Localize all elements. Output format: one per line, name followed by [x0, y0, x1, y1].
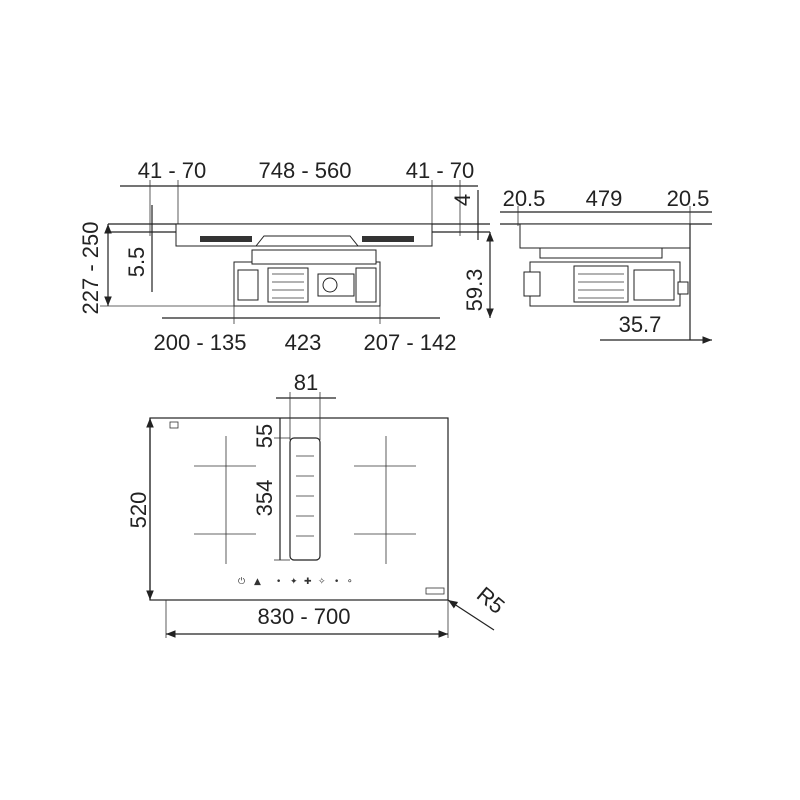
- front-left-margin-label: 20.5: [503, 186, 546, 211]
- hob-glass-front: [519, 223, 691, 249]
- control-clock-icon: ⚬: [346, 577, 354, 587]
- vent-width-label: 81: [294, 370, 318, 395]
- side-left-margin-label: 41 - 70: [138, 158, 207, 183]
- cooking-zone-right: [354, 436, 416, 564]
- top-width-label: 830 - 700: [258, 604, 351, 629]
- side-width-label: 748 - 560: [259, 158, 352, 183]
- front-right-margin-label: 20.5: [667, 186, 710, 211]
- indicator-light: [169, 421, 179, 429]
- control-fan-icon: ✚: [304, 577, 312, 587]
- vent-top-offset-label: 55: [252, 424, 277, 448]
- side-view: 41 - 70 748 - 560 41 - 70: [78, 158, 494, 355]
- control-lock-icon: ▲: [254, 577, 261, 587]
- side-top-thickness-label: 4: [450, 194, 475, 206]
- hob-outline-top: [149, 417, 449, 601]
- side-glass-depth-label: 5.5: [124, 247, 149, 278]
- side-right-offset-label: 207 - 142: [364, 330, 457, 355]
- control-power-icon: ⏻: [238, 576, 245, 587]
- front-view: 20.5 479 20.5 35.7: [500, 186, 712, 344]
- corner-radius-label: R5: [472, 582, 510, 619]
- side-left-offset-label: 200 - 135: [154, 330, 247, 355]
- control-minus-icon: •: [276, 577, 281, 587]
- top-depth-label: 520: [126, 492, 151, 529]
- front-width-label: 479: [586, 186, 623, 211]
- side-unit-width-label: 423: [285, 330, 322, 355]
- motor-unit-side: [233, 235, 381, 307]
- side-body-height-label: 59.3: [462, 269, 487, 312]
- top-view: 81 55 354 ⏻ ▲ • ✦ ✚ ✧ • ⚬ 520 830 - 700 …: [126, 370, 510, 638]
- side-vent-grille-right: [362, 236, 414, 242]
- control-plus-icon: ✦: [290, 577, 298, 587]
- side-right-margin-label: 41 - 70: [406, 158, 475, 183]
- touch-controls: ⏻ ▲ • ✦ ✚ ✧ • ⚬: [238, 576, 354, 587]
- corner-radius-leader: [447, 599, 495, 631]
- side-vent-grille-left: [200, 236, 252, 242]
- display-indicator: [425, 587, 445, 595]
- side-outer-depth-label: 227 - 250: [78, 222, 103, 315]
- control-timer-icon: •: [334, 577, 339, 587]
- front-bottom-offset-label: 35.7: [619, 312, 662, 337]
- motor-unit-front: [523, 261, 689, 307]
- cooking-zone-left: [194, 436, 256, 564]
- control-boost-icon: ✧: [318, 577, 326, 587]
- vent-length-label: 354: [252, 480, 277, 517]
- central-vent-grille: [289, 437, 321, 561]
